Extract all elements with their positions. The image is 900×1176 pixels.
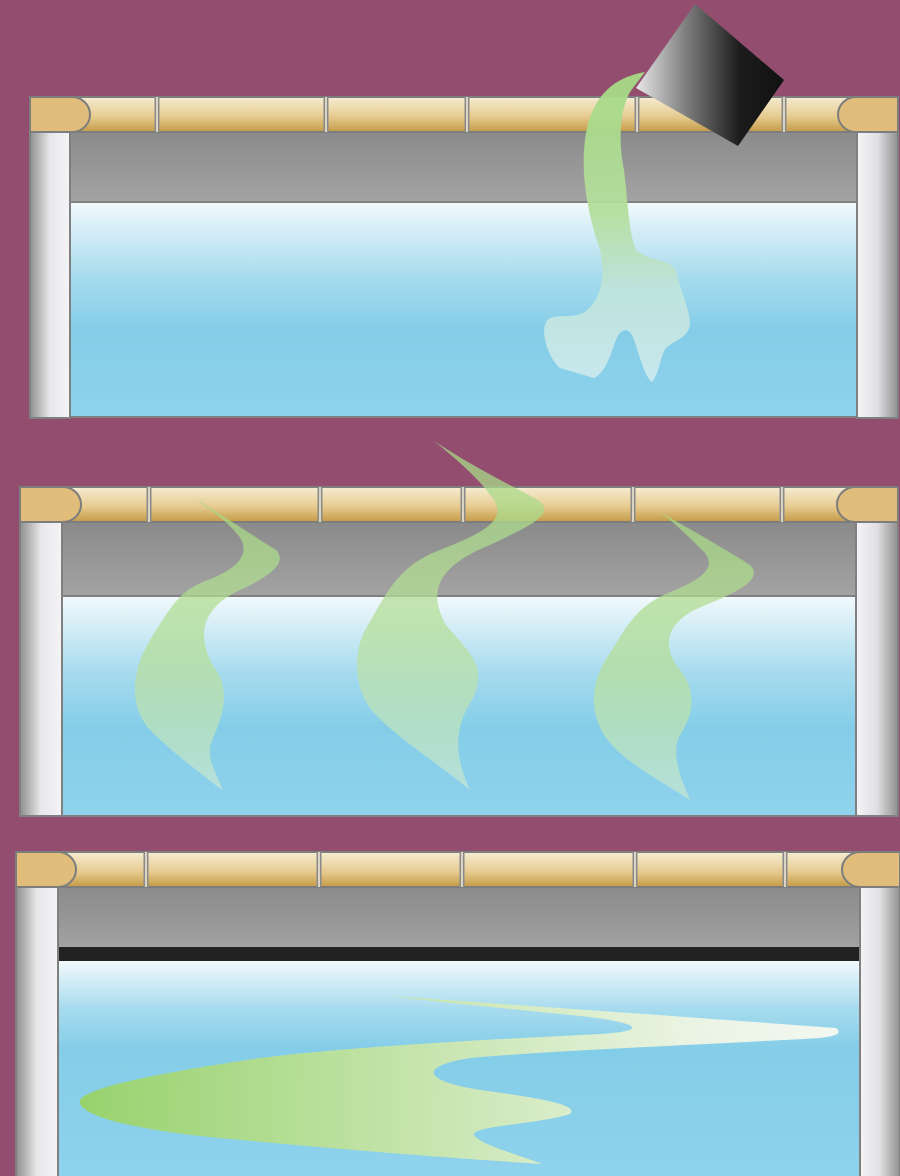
- pool-water: [70, 202, 857, 417]
- pool-deck: [16, 886, 900, 950]
- panel-1: [30, 4, 898, 418]
- pool-wall-left: [30, 130, 70, 418]
- panel-3: [16, 852, 900, 1176]
- pool-wall-right: [857, 130, 898, 418]
- pool-coping: [20, 487, 898, 522]
- pool-wall-left: [16, 886, 58, 1176]
- pool-coping: [16, 852, 900, 887]
- panel-2: [20, 441, 898, 816]
- pool-deck: [30, 130, 898, 202]
- pool-wall-left: [20, 522, 62, 816]
- pool-wall-right: [860, 886, 900, 1176]
- waterline-bar: [58, 947, 860, 961]
- pool-wall-right: [856, 522, 898, 816]
